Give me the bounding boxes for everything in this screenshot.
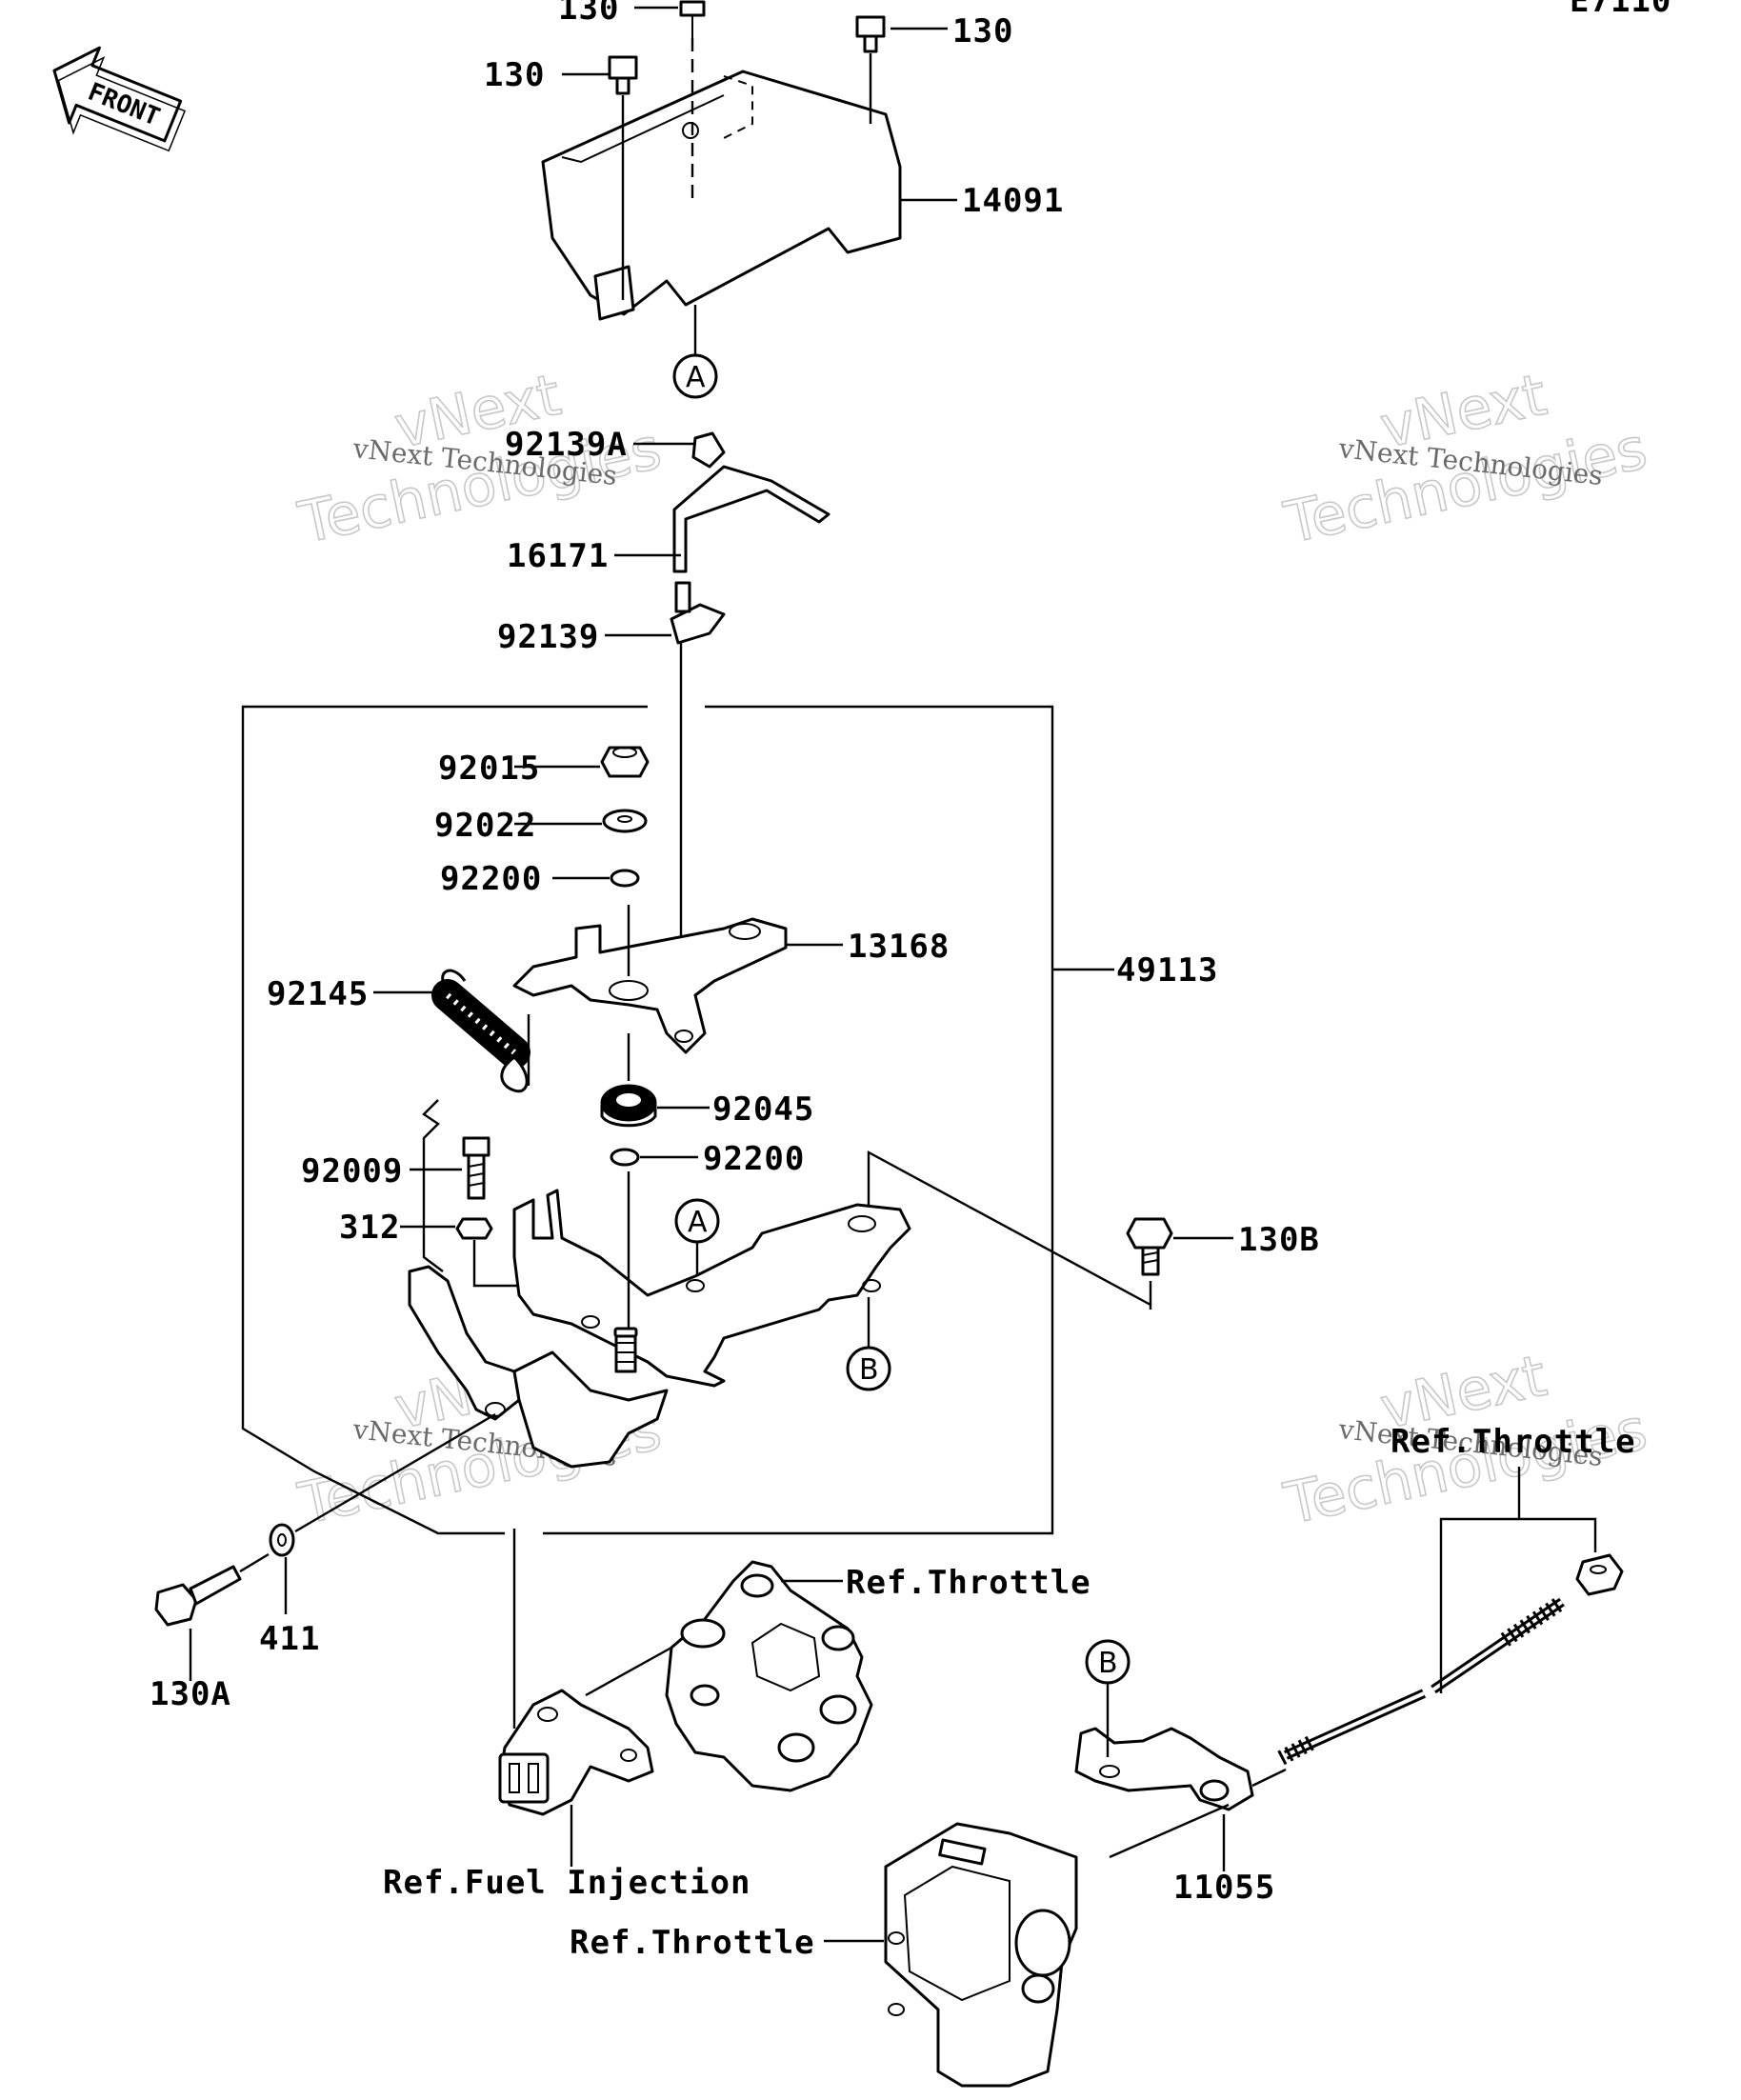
bolt-130-right-icon [855,15,886,53]
marker-a-top: A [672,353,718,399]
frame-49113-right [543,705,1054,1535]
marker-b-lower-text: B [1098,1647,1118,1680]
hose-16171-icon [672,465,830,573]
bolt-92009-icon [462,1136,490,1200]
nut-312-icon [455,1217,493,1240]
label-92139: 92139 [497,618,599,656]
label-130B: 130B [1238,1221,1320,1259]
label-92200b: 92200 [703,1140,805,1178]
label-92022: 92022 [434,807,536,845]
bushing-92045-icon [600,1084,657,1128]
marker-b-lower: B [1085,1639,1131,1685]
rod-icon [1277,1595,1567,1766]
label-16171: 16171 [507,537,609,575]
label-411: 411 [259,1620,320,1658]
washer-411-icon [269,1523,295,1557]
label-ref-throttle-bottom: Ref.Throttle [570,1924,815,1962]
throttle-body-upper-icon [665,1560,873,1792]
label-14091: 14091 [962,182,1064,220]
sensor-icon [498,1689,654,1816]
clamp-92139-icon [670,581,726,645]
label-130-top: 130 [558,0,619,28]
marker-a-top-text: A [686,361,706,394]
frame-49113-left [241,705,648,1535]
label-92139A: 92139A [505,426,628,464]
nut-92015-icon [600,746,650,778]
label-130-left: 130 [484,56,545,94]
washer-92200a-icon [610,869,640,888]
label-11055: 11055 [1173,1869,1275,1907]
label-49113: 49113 [1116,951,1218,990]
cover-14091 [541,70,902,321]
marker-b-middle-text: B [859,1353,879,1387]
nut-ref-throttle-icon [1575,1553,1624,1596]
clamp-92139A-icon [691,431,726,469]
label-92200a: 92200 [440,860,542,898]
label-ref-throttle-top: Ref.Throttle [846,1564,1091,1602]
label-13168: 13168 [848,928,950,966]
marker-a-lower-text: A [688,1206,708,1239]
spring-92145-icon [431,969,530,1093]
washer-92200b-icon [610,1148,640,1167]
lever-bracket-icon [408,1189,911,1469]
bolt-130B-icon [1126,1217,1173,1276]
bolt-130-top-icon [679,0,706,38]
throttle-body-lower-icon [884,1822,1078,2088]
label-130A: 130A [150,1675,231,1713]
label-ref-throttle-right: Ref.Throttle [1391,1423,1636,1461]
label-92015: 92015 [438,750,540,788]
bracket-13168-icon [512,917,788,1054]
label-312: 312 [339,1209,400,1247]
label-92009: 92009 [301,1152,403,1190]
bracket-11055-icon [1074,1727,1254,1811]
bolt-130-left-icon [608,55,638,95]
label-92045: 92045 [712,1090,814,1129]
label-130-right: 130 [952,12,1013,50]
label-92145: 92145 [267,975,369,1013]
diagram-code: E7110 [1570,0,1671,20]
watermark-upper-right: vNext Technologies vNext Technologies [1278,361,1653,558]
bolt-130A-icon [154,1565,242,1627]
marker-b-middle: B [846,1346,891,1391]
front-arrow-icon: FRONT [52,46,187,152]
label-ref-fuel-injection: Ref.Fuel Injection [383,1864,750,1902]
marker-a-lower: A [674,1198,720,1244]
washer-92022-icon [602,809,648,833]
